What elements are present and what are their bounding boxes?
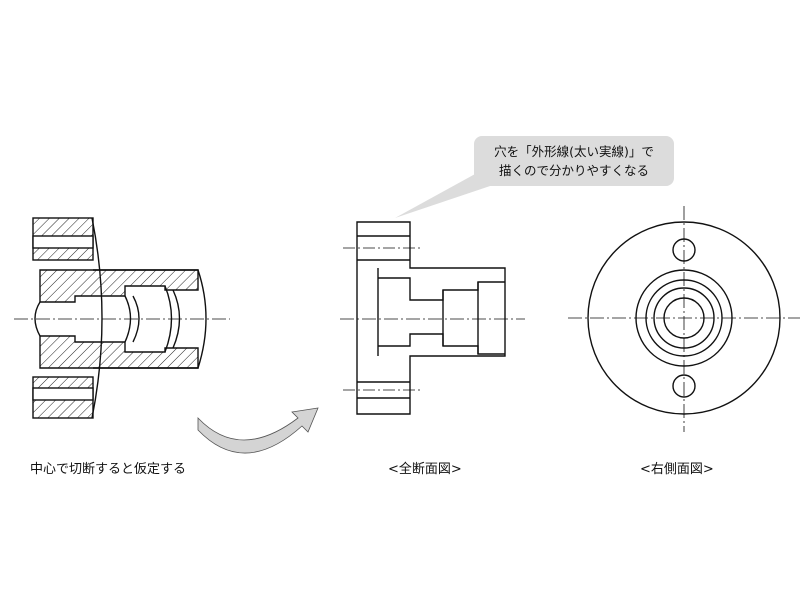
section-outline <box>356 221 506 415</box>
body-upper <box>39 269 199 303</box>
cut-section-view <box>14 217 230 419</box>
flange-curve <box>91 217 103 419</box>
callout-line-1: 穴を「外形線(太い実線)」で <box>494 144 654 159</box>
full-section-view <box>340 221 525 415</box>
bore-curve-5 <box>172 289 181 349</box>
callout-line-2: 描くので分かりやすくなる <box>498 163 649 178</box>
bore-curve-1 <box>34 301 41 337</box>
bore-curve-4 <box>164 285 173 353</box>
caption-right-side-view: <右側面図> <box>640 462 714 477</box>
bore-curve-3 <box>132 295 140 343</box>
flange-hole-bottom <box>32 387 94 401</box>
bolt-hole-bottom <box>672 374 696 398</box>
side-view <box>568 206 800 432</box>
body-lower <box>39 335 199 369</box>
callout-bubble: 穴を「外形線(太い実線)」で 描くので分かりやすくなる <box>474 136 674 186</box>
flange-hole-top <box>32 235 94 249</box>
caption-full-section: <全断面図> <box>388 462 462 477</box>
curved-arrow <box>197 407 319 454</box>
boss-outline <box>93 269 207 369</box>
bore-curve-2 <box>124 295 132 343</box>
caption-cut-assumption: 中心で切断すると仮定する <box>30 462 187 477</box>
